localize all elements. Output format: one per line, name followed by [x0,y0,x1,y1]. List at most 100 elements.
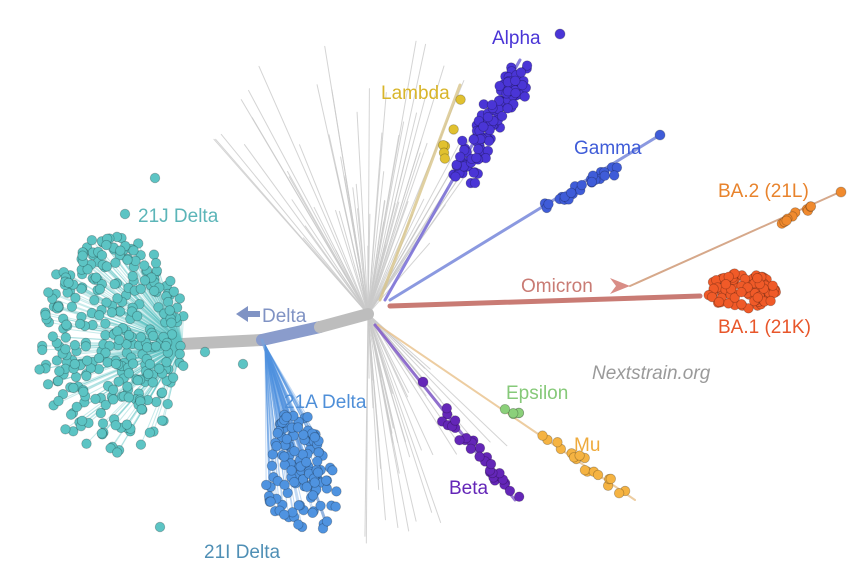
ba2-tip [781,215,792,226]
alpha-tip [515,67,527,78]
delta-21j-tip [100,399,111,411]
background-branch [258,65,369,315]
delta-21j-tip [111,447,123,458]
background-branch [367,313,491,443]
clade-branch [97,251,183,345]
clade-label-epsilon: Epsilon [506,383,568,404]
delta-21j-tip [123,368,135,379]
delta-21j-tip [77,250,88,261]
delta-21a-tip [289,445,300,457]
alpha-tip [510,87,521,99]
background-branch [338,210,369,315]
delta-21j-tip [65,409,77,420]
delta-21j-tip [149,172,161,184]
delta-21j-tip [63,277,74,289]
clade-label-21j-delta: 21J Delta [138,206,219,227]
delta-21j-tip [164,305,175,316]
delta-21a-tip [266,460,278,472]
clade-branch [119,254,183,345]
clade-branch [264,344,273,500]
delta-21j-tip [74,318,86,330]
clade-branch [149,343,183,434]
background-branch [367,91,387,315]
delta-21a-tip [330,501,341,512]
gamma-tip [576,179,588,191]
delta-21j-tip [139,275,151,286]
delta-21j-tip [139,260,150,271]
delta-21j-tip [151,396,162,408]
delta-21j-tip [121,419,133,430]
background-branch [367,313,423,378]
delta-21j-tip [94,310,105,321]
background-branch [335,166,369,315]
gamma-tip [586,176,598,188]
gamma-tip [543,198,554,210]
delta-21a-tip [321,516,333,527]
gamma-branch [388,133,662,302]
clade-branch [53,343,183,406]
delta-21j-tip [110,358,122,370]
delta-21j-tip [100,318,111,329]
mu-tip [537,430,548,441]
delta-21a-tip [281,433,293,445]
clade-branch [264,344,279,434]
background-branch [215,138,369,315]
ba1-tip [713,296,725,308]
ba2-tip [835,186,847,198]
background-branch [335,209,369,315]
clade-branch [264,344,270,500]
delta-21j-tip [76,415,88,427]
delta-21j-tip [60,424,71,435]
delta-21a-tip [281,411,292,423]
mu-tip [552,437,563,448]
credit-text: Nextstrain.org [592,363,711,384]
omicron-branch [387,293,703,309]
delta-21a-tip [331,486,342,497]
delta-21j-tip [78,386,89,397]
delta-21j-tip [53,301,64,313]
gamma-tip [654,129,666,141]
delta-21j-tip [37,344,48,356]
clade-label-omicron: Omicron [521,276,593,297]
beta-tip [454,434,465,446]
delta-21j-tip [113,334,125,346]
delta-21j-tip [52,375,64,387]
clade-label-beta: Beta [449,478,489,499]
delta-21j-tip [123,330,135,341]
delta-21j-tip [68,382,79,394]
delta-21a-tip [279,479,290,491]
delta-21a-tip [271,440,282,452]
alpha-tip [471,152,482,164]
background-branch [367,43,427,315]
clade-branch [78,343,183,423]
delta-21j-tip [53,395,64,407]
clade-branch [92,277,183,345]
delta-21j-tip [42,379,54,390]
delta-21j-tip [81,438,92,449]
beta-tip [450,415,461,426]
background-branch [367,313,431,370]
delta-21j-tip [101,239,112,251]
clade-branch [129,343,183,432]
delta-21j-tip [102,357,113,368]
clade-branch [264,344,267,486]
delta-21j-tip [101,261,113,272]
alpha-tip [521,60,533,71]
delta-21j-tip [132,310,143,322]
lambda-tip [448,124,459,135]
delta-21j-tip [51,355,63,366]
delta-21a-tip [307,490,319,501]
delta-21j-tip [128,245,139,256]
background-branch [367,313,370,379]
delta-21j-tip [122,381,133,392]
beta-tip [504,485,516,497]
background-branch [299,144,369,315]
beta-tip [441,403,452,414]
clade-branch [101,254,183,345]
delta-21j-tip [149,285,160,297]
delta-21a-tip [260,479,272,491]
delta-21a-tip [292,422,304,433]
gamma-tip [599,170,610,181]
clade-branch [82,255,183,345]
